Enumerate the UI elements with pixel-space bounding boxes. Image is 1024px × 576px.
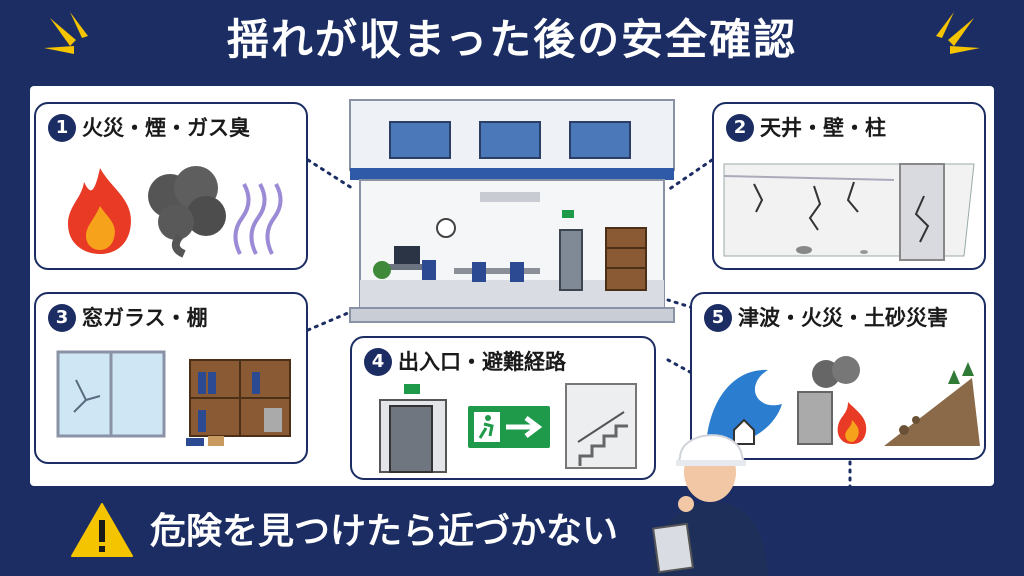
card-number: 1 [48,114,76,142]
card-title: 天井・壁・柱 [760,116,886,140]
card-exits-evacuation-routes: 4 出入口・避難経路 [350,336,656,480]
smoke-icon [148,166,226,258]
header-bar [0,0,1024,82]
right-spark-icon [936,12,980,54]
left-spark-icon [44,12,88,54]
gas-odor-icon [233,183,283,255]
card-number: 4 [364,348,392,376]
cracked-ceiling-wall-icon [723,163,975,261]
card-number: 5 [704,304,732,332]
card-title: 津波・火災・土砂災害 [738,306,948,330]
card-tsunami-fire-landslide: 5 津波・火災・土砂災害 [690,292,986,460]
broken-window-icon [56,350,166,438]
card-title: 火災・煙・ガス臭 [82,116,250,140]
bookshelf-icon [186,359,291,446]
card-window-glass-shelves: 3 窓ガラス・棚 [34,292,308,464]
card-title: 出入口・避難経路 [398,350,566,374]
card-ceiling-walls-pillars: 2 天井・壁・柱 [712,102,986,270]
card-title: 窓ガラス・棚 [82,306,208,330]
emergency-exit-sign-icon [468,406,550,448]
inspector-worker-illustration [650,434,768,576]
card-number: 2 [726,114,754,142]
card-fire-smoke-gas: 1 火災・煙・ガス臭 [34,102,308,270]
office-building-illustration [349,99,675,323]
footer-bar [0,490,1024,576]
warning-triangle-icon [71,503,133,557]
exit-door-icon [379,384,447,473]
building-fire-icon [797,356,867,445]
fire-icon [68,168,131,254]
warning-message: 危険を見つけたら近づかない [150,511,619,552]
staircase-icon [565,383,637,469]
card-number: 3 [48,304,76,332]
landslide-icon [884,362,980,446]
page-title: 揺れが収まった後の安全確認 [226,15,798,64]
tsunami-icon [706,369,782,448]
